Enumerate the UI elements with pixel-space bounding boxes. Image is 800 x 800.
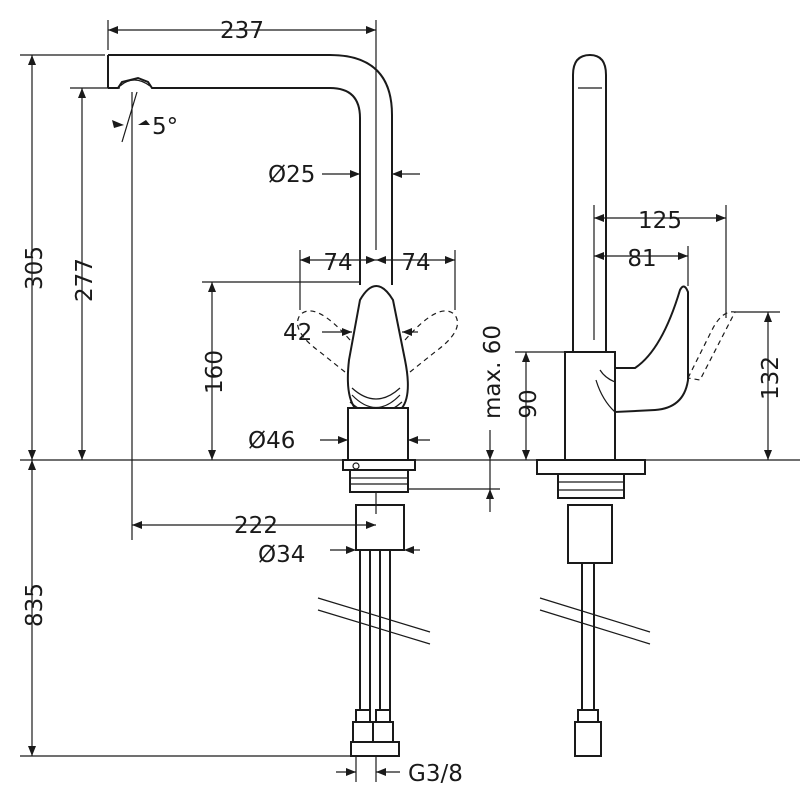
- side-handle-swing: [687, 311, 736, 381]
- side-flange-lower: [557, 473, 625, 499]
- handle-swing-outline: [296, 310, 459, 373]
- dim-outlet-offset: 222: [234, 513, 278, 539]
- front-view: 237 305 277 5° Ø25 74 74: [20, 18, 800, 787]
- dim-body-diameter: Ø46: [248, 428, 295, 454]
- dim-handle-swing-right: 74: [401, 250, 430, 276]
- dim-spout-reach: 237: [220, 18, 264, 44]
- dim-side-handle-reach: 125: [638, 208, 682, 234]
- hose-fittings: [350, 709, 400, 757]
- side-shank: [567, 504, 613, 564]
- dim-connection-thread: G3/8: [408, 761, 463, 787]
- dim-max-deck-thickness: max. 60: [480, 325, 506, 419]
- dim-side-handle-lift: 132: [758, 356, 784, 400]
- dim-mounting-diameter: Ø34: [258, 542, 305, 568]
- mounting-flange: [342, 459, 416, 493]
- dim-hose-length: 835: [22, 583, 48, 627]
- dim-handle-swing-left: 74: [323, 250, 352, 276]
- faucet-body: [347, 407, 409, 461]
- supply-hoses: [317, 550, 431, 710]
- dim-spout-diameter: Ø25: [268, 162, 315, 188]
- dim-total-height: 305: [22, 246, 48, 290]
- side-view: 125 81 90 132: [515, 53, 784, 757]
- dim-side-handle-offset: 81: [627, 246, 656, 272]
- side-handle-neck: [595, 379, 616, 413]
- side-body: [564, 351, 616, 461]
- dim-handle-width: 42: [283, 320, 312, 346]
- dim-handle-height: 160: [202, 350, 228, 394]
- dim-outlet-height: 277: [72, 258, 98, 302]
- side-flange: [536, 459, 646, 475]
- dim-spout-angle: 5°: [152, 114, 178, 140]
- handle-lever: [346, 285, 409, 415]
- side-handle: [614, 285, 689, 414]
- side-spout: [572, 53, 607, 352]
- side-hose-fitting: [577, 709, 599, 723]
- mounting-shank: [355, 504, 405, 551]
- dim-side-body-height: 90: [516, 389, 542, 418]
